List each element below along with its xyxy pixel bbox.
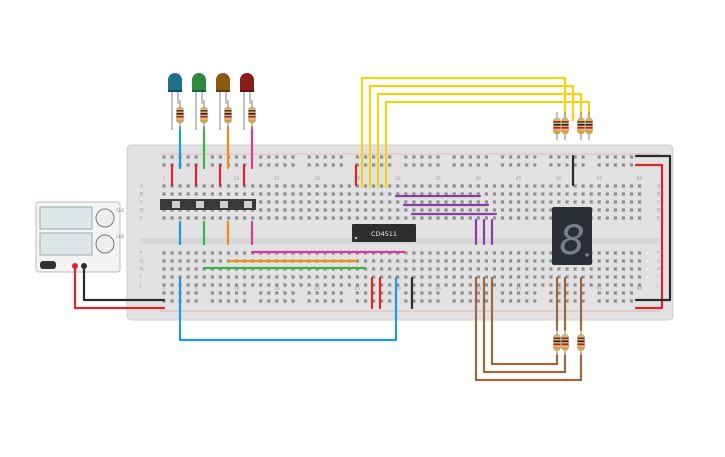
ic-cd4511[interactable]: CD4511 xyxy=(352,224,416,242)
power-supply[interactable]: CH1 CH2 xyxy=(35,201,125,273)
row-label-right: A xyxy=(657,184,661,190)
row-label-right: G xyxy=(657,259,661,265)
column-label-top: 30 xyxy=(395,176,401,182)
row-label-right: I xyxy=(657,275,658,281)
column-label-top: 25 xyxy=(355,176,361,182)
led-red[interactable] xyxy=(240,73,254,130)
switch-bank[interactable] xyxy=(160,199,256,210)
row-label-right: E xyxy=(657,216,660,222)
wire-yellow-4[interactable] xyxy=(384,100,591,189)
row-label-right: F xyxy=(657,251,660,257)
row-label-left: I xyxy=(140,275,141,281)
column-label-top: 20 xyxy=(314,176,320,182)
row-label-left: J xyxy=(139,283,141,289)
wire-yellow-3[interactable] xyxy=(376,92,583,189)
led-green[interactable] xyxy=(192,73,206,130)
resistor[interactable] xyxy=(577,330,585,355)
resistor[interactable] xyxy=(553,330,561,355)
column-label-top: 60 xyxy=(637,176,643,182)
ic-label: CD4511 xyxy=(371,230,397,238)
column-label-bottom: 55 xyxy=(596,286,602,292)
resistors xyxy=(176,100,593,355)
column-label-bottom: 45 xyxy=(516,286,522,292)
channel-2-label: CH2 xyxy=(116,234,125,239)
wire-black-rail-link[interactable] xyxy=(634,154,672,302)
row-label-right: C xyxy=(657,200,660,206)
row-label-left: F xyxy=(140,251,143,257)
wire-red-supply[interactable] xyxy=(73,264,166,310)
channel-1-label: CH1 xyxy=(116,208,125,213)
row-label-left: C xyxy=(140,200,143,206)
column-label-top: 40 xyxy=(475,176,481,182)
toggle-switch[interactable] xyxy=(208,199,232,210)
toggle-switch[interactable] xyxy=(232,199,256,210)
wire-brown-2[interactable] xyxy=(482,276,567,374)
row-label-right: D xyxy=(657,208,661,214)
toggle-switch[interactable] xyxy=(184,199,208,210)
column-label-top: 45 xyxy=(516,176,522,182)
row-label-left: D xyxy=(140,208,144,214)
wire-brown-3[interactable] xyxy=(490,276,559,366)
column-label-bottom: 20 xyxy=(314,286,320,292)
row-label-left: G xyxy=(140,259,144,265)
display-digit: 8 xyxy=(559,218,584,264)
resistor[interactable] xyxy=(561,330,569,355)
wire-brown-1[interactable] xyxy=(474,276,583,382)
breadboard-labels: 1 1 55 10 10 15 15 20 20 25 25 30 30 35 35 40 40 45 45 50 50… xyxy=(139,176,661,292)
column-label-bottom: 35 xyxy=(435,286,441,292)
wires xyxy=(73,76,672,382)
column-label-bottom: 10 xyxy=(234,286,240,292)
column-label-bottom: 1 xyxy=(163,286,166,292)
display-decimal-point xyxy=(585,253,589,257)
led-blue[interactable] xyxy=(168,73,182,130)
column-label-bottom: 50 xyxy=(556,286,562,292)
led-brown[interactable] xyxy=(216,73,230,130)
column-label-top: 50 xyxy=(556,176,562,182)
seven-segment-display[interactable]: 8 xyxy=(552,207,592,265)
row-label-right: B xyxy=(657,192,660,198)
resistor[interactable] xyxy=(553,112,561,140)
row-label-left: E xyxy=(140,216,143,222)
resistor[interactable] xyxy=(585,112,593,140)
resistor[interactable] xyxy=(176,100,184,130)
row-label-right: J xyxy=(656,283,658,289)
column-label-top: 1 xyxy=(163,176,166,182)
wire-yellow-1[interactable] xyxy=(360,76,567,189)
resistor[interactable] xyxy=(200,100,208,130)
toggle-switch[interactable] xyxy=(160,199,184,210)
column-label-top: 55 xyxy=(596,176,602,182)
column-label-bottom: 25 xyxy=(355,286,361,292)
wire-blue-loop[interactable] xyxy=(178,276,398,342)
row-label-left: H xyxy=(140,267,143,273)
ic-pin1-marker xyxy=(354,236,358,240)
wire-black-supply[interactable] xyxy=(82,264,166,302)
row-label-left: B xyxy=(140,192,143,198)
resistor[interactable] xyxy=(577,112,585,140)
column-label-bottom: 60 xyxy=(637,286,643,292)
wire-red-rail-link[interactable] xyxy=(634,163,664,310)
column-label-top: 10 xyxy=(234,176,240,182)
resistor[interactable] xyxy=(561,112,569,140)
column-label-top: 35 xyxy=(435,176,441,182)
column-label-bottom: 15 xyxy=(274,286,280,292)
column-label-bottom: 5 xyxy=(195,286,198,292)
row-label-right: H xyxy=(657,267,660,273)
column-label-top: 15 xyxy=(274,176,280,182)
row-label-left: A xyxy=(140,184,144,190)
resistor[interactable] xyxy=(224,100,232,130)
column-label-bottom: 30 xyxy=(395,286,401,292)
power-switch[interactable] xyxy=(40,261,56,269)
column-label-bottom: 40 xyxy=(475,286,481,292)
resistor[interactable] xyxy=(248,100,256,130)
